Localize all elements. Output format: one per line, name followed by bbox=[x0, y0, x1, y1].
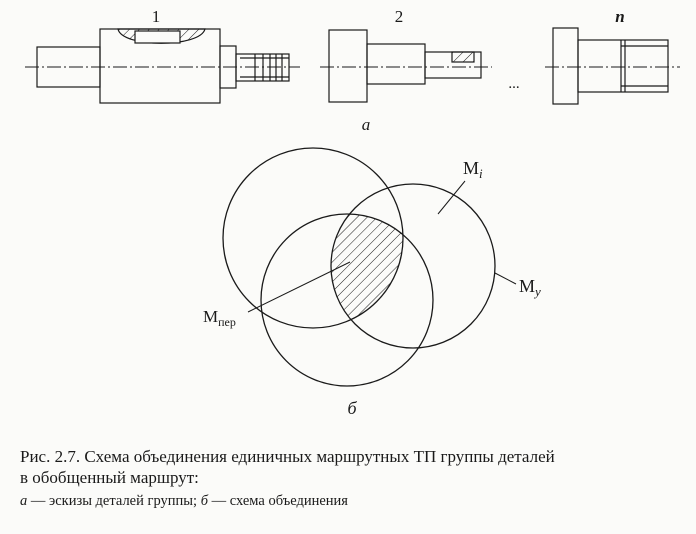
caption-line-1: Рис. 2.7. Схема объединения единичных ма… bbox=[20, 447, 555, 466]
ellipsis: ... bbox=[508, 76, 519, 92]
leader-mi bbox=[437, 180, 466, 215]
part-label-n: n bbox=[615, 7, 624, 26]
part-n-sketch bbox=[552, 27, 669, 105]
caption-b-text: — схема объединения bbox=[207, 493, 348, 509]
part-label-1: 1 bbox=[152, 7, 161, 26]
part-1-sketch bbox=[36, 28, 290, 104]
subfig-label-b: б bbox=[347, 398, 357, 418]
caption-line-3: а — эскизы деталей группы; б — схема объ… bbox=[20, 491, 690, 512]
caption-a-text: — эскизы деталей группы; bbox=[27, 493, 201, 509]
circle-upper-left bbox=[222, 147, 404, 329]
figure-caption: Рис. 2.7. Схема объединения единичных ма… bbox=[20, 446, 690, 512]
subfig-label-a: а bbox=[362, 115, 371, 134]
caption-b-letter: б bbox=[200, 493, 208, 509]
circle-bottom bbox=[260, 213, 434, 387]
intersection-hatched bbox=[331, 214, 403, 328]
leader-my bbox=[494, 272, 517, 285]
label-my: My bbox=[519, 276, 541, 299]
venn-diagram bbox=[222, 147, 517, 387]
caption-line-2: в обобщенный маршрут: bbox=[20, 468, 199, 487]
circle-right bbox=[330, 183, 496, 349]
label-mi: Mi bbox=[463, 158, 483, 181]
caption-a-letter: а bbox=[20, 493, 28, 509]
part-2-sketch bbox=[328, 29, 482, 103]
leader-mper bbox=[247, 261, 351, 313]
part-label-2: 2 bbox=[395, 7, 404, 26]
label-mper: Mпер bbox=[203, 307, 236, 329]
